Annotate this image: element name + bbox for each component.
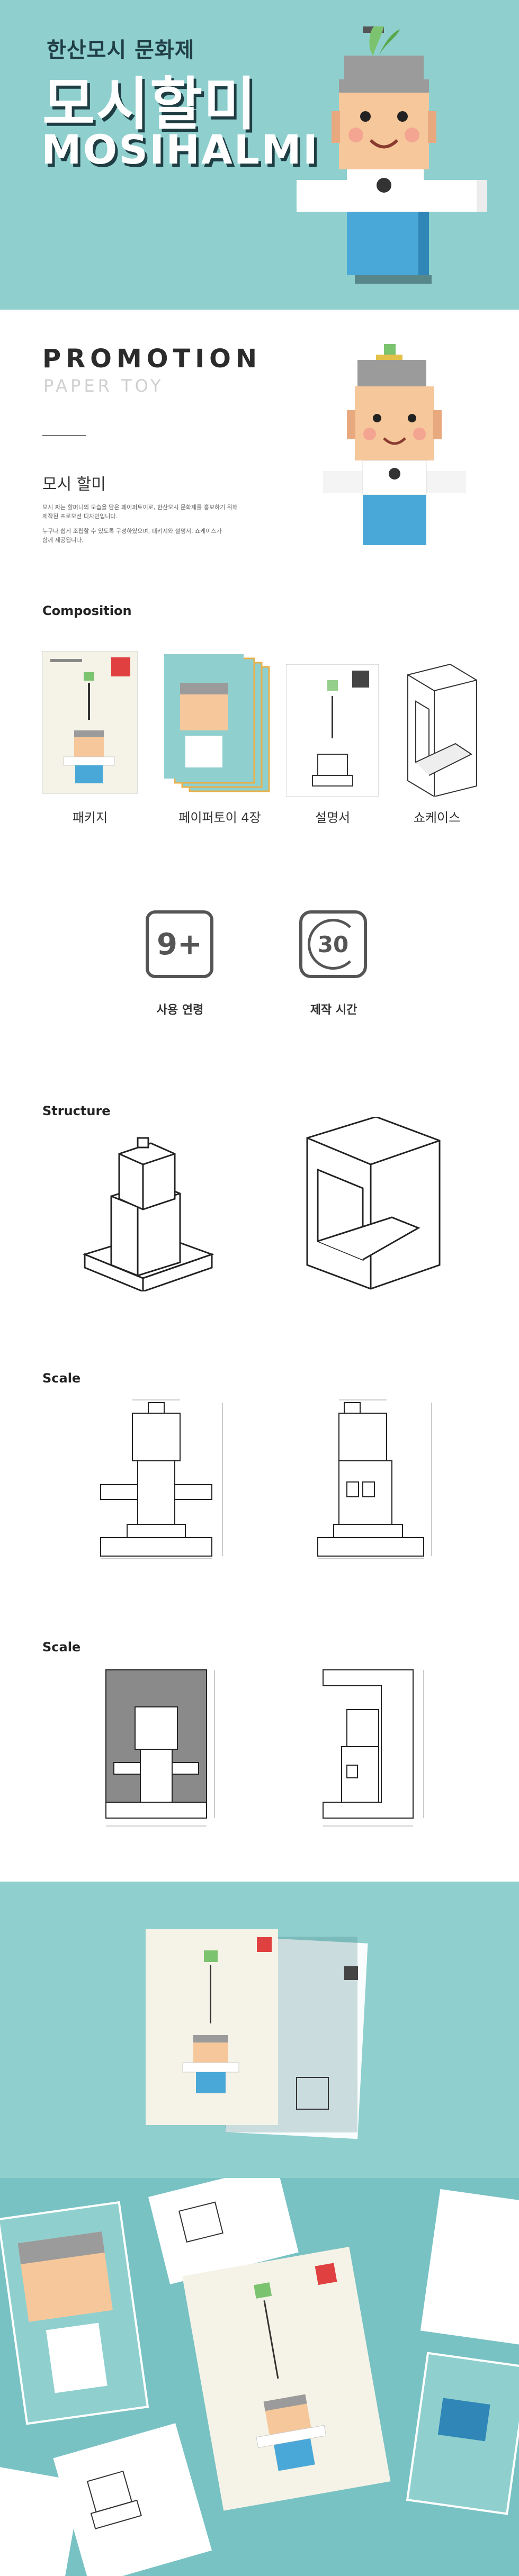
structure-showcase-illustration [306,1117,441,1290]
promotion-title: PROMOTION [42,344,262,374]
showcase-icon [407,664,477,797]
promotion-description-line: 제작된 프로모션 디자인입니다. [42,513,118,520]
package-mockup-photo [0,1882,519,2178]
composition-label-sheets: 페이퍼토이 4장 [178,810,261,825]
scale-title: Scale [42,1640,81,1655]
toy-name: 모시 할미 [42,475,106,494]
age-label: 사용 연령 [156,1004,204,1017]
structure-toy-illustration [82,1137,214,1291]
age-badge: 9+ [146,910,213,978]
promotion-description-line: 모시 짜는 할머니의 모습을 담은 페이퍼토이로, 한산모시 문화제를 홍보하기… [42,504,238,511]
composition-label-package: 패키지 [72,810,108,825]
time-badge: 30 [299,910,367,978]
divider [42,435,86,436]
time-label: 제작 시간 [310,1004,357,1017]
scale-showcase-front-diagram [105,1669,215,1827]
hero-subtitle: 한산모시 문화제 [47,38,195,62]
sheets-icon [159,651,281,794]
time-badge-value: 30 [308,919,359,970]
package-mockup-illustration [146,1929,368,2139]
flat-lay-illustration [0,2178,519,2576]
paper-toy-character-icon [297,26,487,284]
hero-title-korean: 모시할미 [42,71,257,138]
manual-icon [286,664,379,797]
structure-title: Structure [42,1104,111,1118]
hero-banner: 한산모시 문화제 모시할미 MOSIHALMI [0,0,519,310]
scale-title: Scale [42,1371,81,1386]
scale-front-diagram [100,1399,223,1559]
package-icon [42,651,138,794]
flat-lay-mockup-photo [0,2178,519,2576]
promotion-description-line: 누구나 쉽게 조립할 수 있도록 구성하였으며, 패키지와 설명서, 쇼케이스가 [42,528,222,535]
paper-toy-character-icon [323,344,466,545]
scale-side-diagram [317,1399,432,1559]
composition-label-showcase: 쇼케이스 [413,810,461,825]
composition-title: Composition [42,603,132,618]
composition-label-manual: 설명서 [315,810,351,825]
hero-title-english: MOSIHALMI [41,126,320,173]
promotion-description-line: 함께 제공됩니다. [42,537,84,544]
scale-showcase-side-diagram [323,1669,424,1827]
promotion-subtitle: PAPER TOY [43,376,164,396]
